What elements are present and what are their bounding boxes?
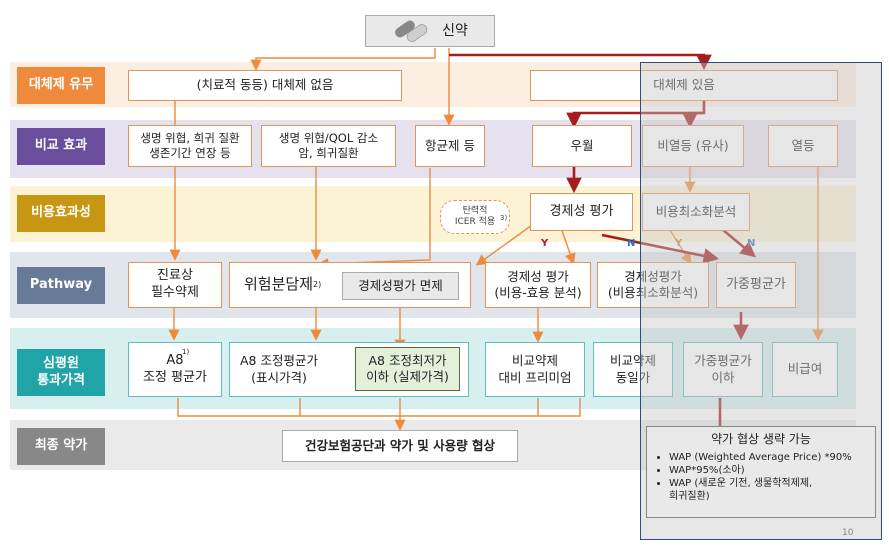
a8-adjusted-avg-label: A8 조정 평균가: [143, 352, 207, 385]
antibiotic-box: 항균제 등: [415, 125, 485, 167]
no-alternative-box: (치료적 동등) 대체제 없음: [128, 70, 402, 101]
row-label-pathway: Pathway: [17, 267, 105, 304]
weighted-avg-box: 가중평균가: [716, 262, 796, 308]
premium-box: 비교약제 대비 프리미엄: [485, 342, 585, 397]
strategy-list: WAP (Weighted Average Price) *90% WAP*95…: [655, 451, 867, 503]
risk-share-label: 위험분담제: [244, 275, 314, 294]
no-label-2: N: [747, 238, 756, 249]
cma-box: 경제성평가 (비용최소화분석): [597, 262, 709, 308]
non-cover-box: 비급여: [772, 342, 838, 397]
a8-adjusted-avg-box: A8 조정 평균가: [128, 342, 222, 397]
risk-share-footnote: 2): [313, 279, 322, 289]
yes-label-1: Y: [541, 238, 549, 249]
elastic-icer-note: 탄력적 ICER 적용: [440, 200, 510, 234]
strategy-box: 약가 협상 생략 가능 WAP (Weighted Average Price)…: [646, 426, 876, 518]
noninferior-box: 비열등 (유사): [642, 125, 744, 167]
weighted-below-box: 가중평균가 이하: [683, 342, 763, 397]
row-label-comparison: 비교 효과: [17, 128, 105, 165]
elastic-icer-footnote: 3): [500, 214, 508, 222]
inferior-box: 열등: [768, 125, 838, 167]
econ-exempt-box: 경제성평가 면제: [342, 272, 459, 300]
econ-eval-box: 경제성 평가: [530, 193, 633, 231]
strategy-item: WAP (Weighted Average Price) *90%: [669, 451, 867, 464]
row-label-final-price: 최종 약가: [17, 428, 105, 465]
cea-box: 경제성 평가 (비용-효용 분석): [485, 262, 591, 308]
life-threatening-box: 생명 위협, 희귀 질환 생존기간 연장 등: [128, 125, 252, 167]
a8-footnote: 1): [182, 348, 190, 356]
new-drug-title: 신약: [442, 22, 468, 39]
no-label-1: N: [627, 238, 636, 249]
row-label-review-price: 심평원 통과가격: [17, 349, 105, 396]
yes-label-2: Y: [675, 238, 683, 249]
has-alternative-box: 대체제 있음: [530, 70, 838, 101]
cost-min-box: 비용최소화분석: [642, 193, 750, 231]
strategy-item: WAP (새로운 기전, 생물학적제제, 희귀질환): [669, 477, 867, 503]
a8-display-price-label: A8 조정평균가 (표시가격): [240, 353, 318, 385]
row-label-alternative: 대체제 유무: [17, 67, 105, 104]
a8-min-price-box: A8 조정최저가 이하 (실제가격): [355, 347, 460, 391]
capsule-icon: [395, 20, 428, 42]
essential-drug-box: 진료상 필수약제: [128, 262, 222, 308]
elastic-icer-text: 탄력적 ICER 적용: [454, 206, 496, 227]
strategy-title: 약가 협상 생략 가능: [711, 432, 811, 446]
negotiation-box: 건강보험공단과 약가 및 사용량 협상: [282, 430, 518, 462]
qol-box: 생명 위협/QOL 감소 암, 희귀질환: [261, 125, 396, 167]
new-drug-box: 신약: [365, 15, 495, 47]
row-label-cost-effectiveness: 비용효과성: [17, 195, 105, 232]
superior-box: 우월: [532, 125, 632, 167]
strategy-item: WAP*95%(소아): [669, 464, 867, 477]
same-price-box: 비교약제 동일가: [593, 342, 673, 397]
page-number: 10: [842, 528, 854, 538]
